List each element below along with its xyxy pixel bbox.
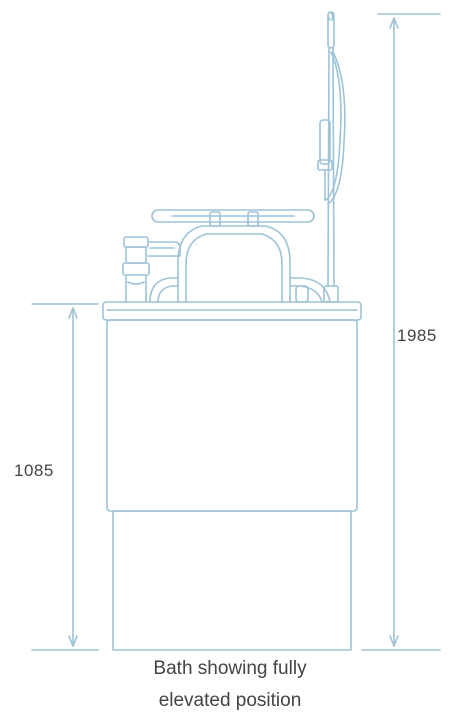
seat-cushion bbox=[177, 225, 291, 303]
overall-height-label: 1985 bbox=[397, 326, 437, 345]
lift-base bbox=[112, 510, 352, 651]
shower-handset-icon bbox=[317, 119, 333, 201]
caption-line-2: elevated position bbox=[158, 690, 302, 711]
dimension-1085-line bbox=[31, 303, 99, 651]
right-arm-rest bbox=[289, 277, 331, 303]
shower-riser bbox=[323, 11, 339, 303]
mixer-tap-left bbox=[122, 236, 181, 303]
bath-tub-body bbox=[106, 319, 358, 512]
caption-line-1: Bath showing fully bbox=[153, 658, 307, 679]
grab-handle-bar bbox=[151, 209, 315, 227]
left-arm-rest bbox=[149, 277, 179, 303]
dimension-1985-line bbox=[361, 13, 441, 651]
bath-rim bbox=[102, 301, 362, 321]
shower-hose bbox=[325, 51, 346, 205]
rim-height-label: 1085 bbox=[14, 461, 54, 480]
